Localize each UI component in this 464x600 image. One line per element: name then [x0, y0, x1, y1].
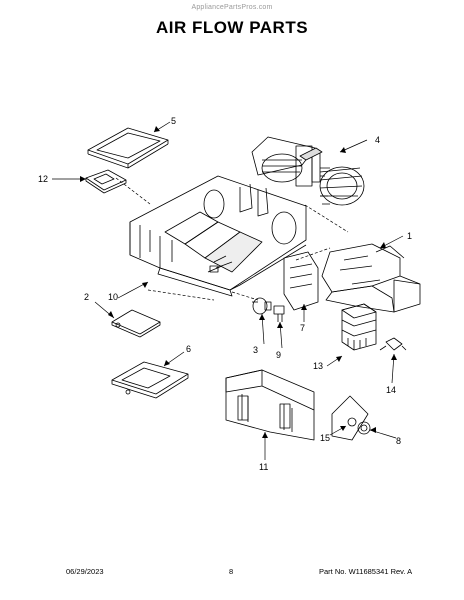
part-14-clip — [379, 337, 407, 351]
callout-11: 11 — [259, 462, 268, 472]
part-8-sensor — [357, 421, 371, 435]
callout-4: 4 — [375, 135, 380, 145]
part-7-bracket — [283, 251, 319, 311]
part-9-socket — [273, 305, 285, 322]
footer-part-number: Part No. W11685341 Rev. A — [319, 567, 413, 576]
part-5-filter — [87, 127, 169, 169]
callout-6: 6 — [186, 344, 191, 354]
part-4-blower — [251, 136, 365, 206]
callout-7: 7 — [300, 323, 305, 333]
callout-13: 13 — [313, 361, 323, 371]
callout-3: 3 — [253, 345, 258, 355]
callout-1: 1 — [407, 231, 412, 241]
part-12-plate — [85, 169, 127, 194]
callout-14: 14 — [386, 385, 396, 395]
callout-12: 12 — [38, 174, 48, 184]
callout-8: 8 — [396, 436, 401, 446]
part-2-plate — [111, 309, 161, 338]
callout-15: 15 — [320, 433, 330, 443]
part-13-transformer — [341, 303, 377, 351]
footer-date: 06/29/2023 — [66, 567, 104, 576]
callout-2: 2 — [84, 292, 89, 302]
part-3-lamp — [252, 297, 272, 315]
page-title: AIR FLOW PARTS — [155, 18, 309, 37]
part-15-bracket — [331, 395, 369, 441]
part-11-panel — [225, 369, 315, 441]
part-10-housing — [129, 175, 307, 297]
callout-10: 10 — [108, 292, 118, 302]
part-6-plate — [111, 361, 189, 399]
callout-9: 9 — [276, 350, 281, 360]
callout-5: 5 — [171, 116, 176, 126]
footer-page-number: 8 — [229, 567, 234, 576]
part-1-duct — [321, 243, 421, 313]
watermark: AppliancePartsPros.com — [191, 4, 273, 11]
